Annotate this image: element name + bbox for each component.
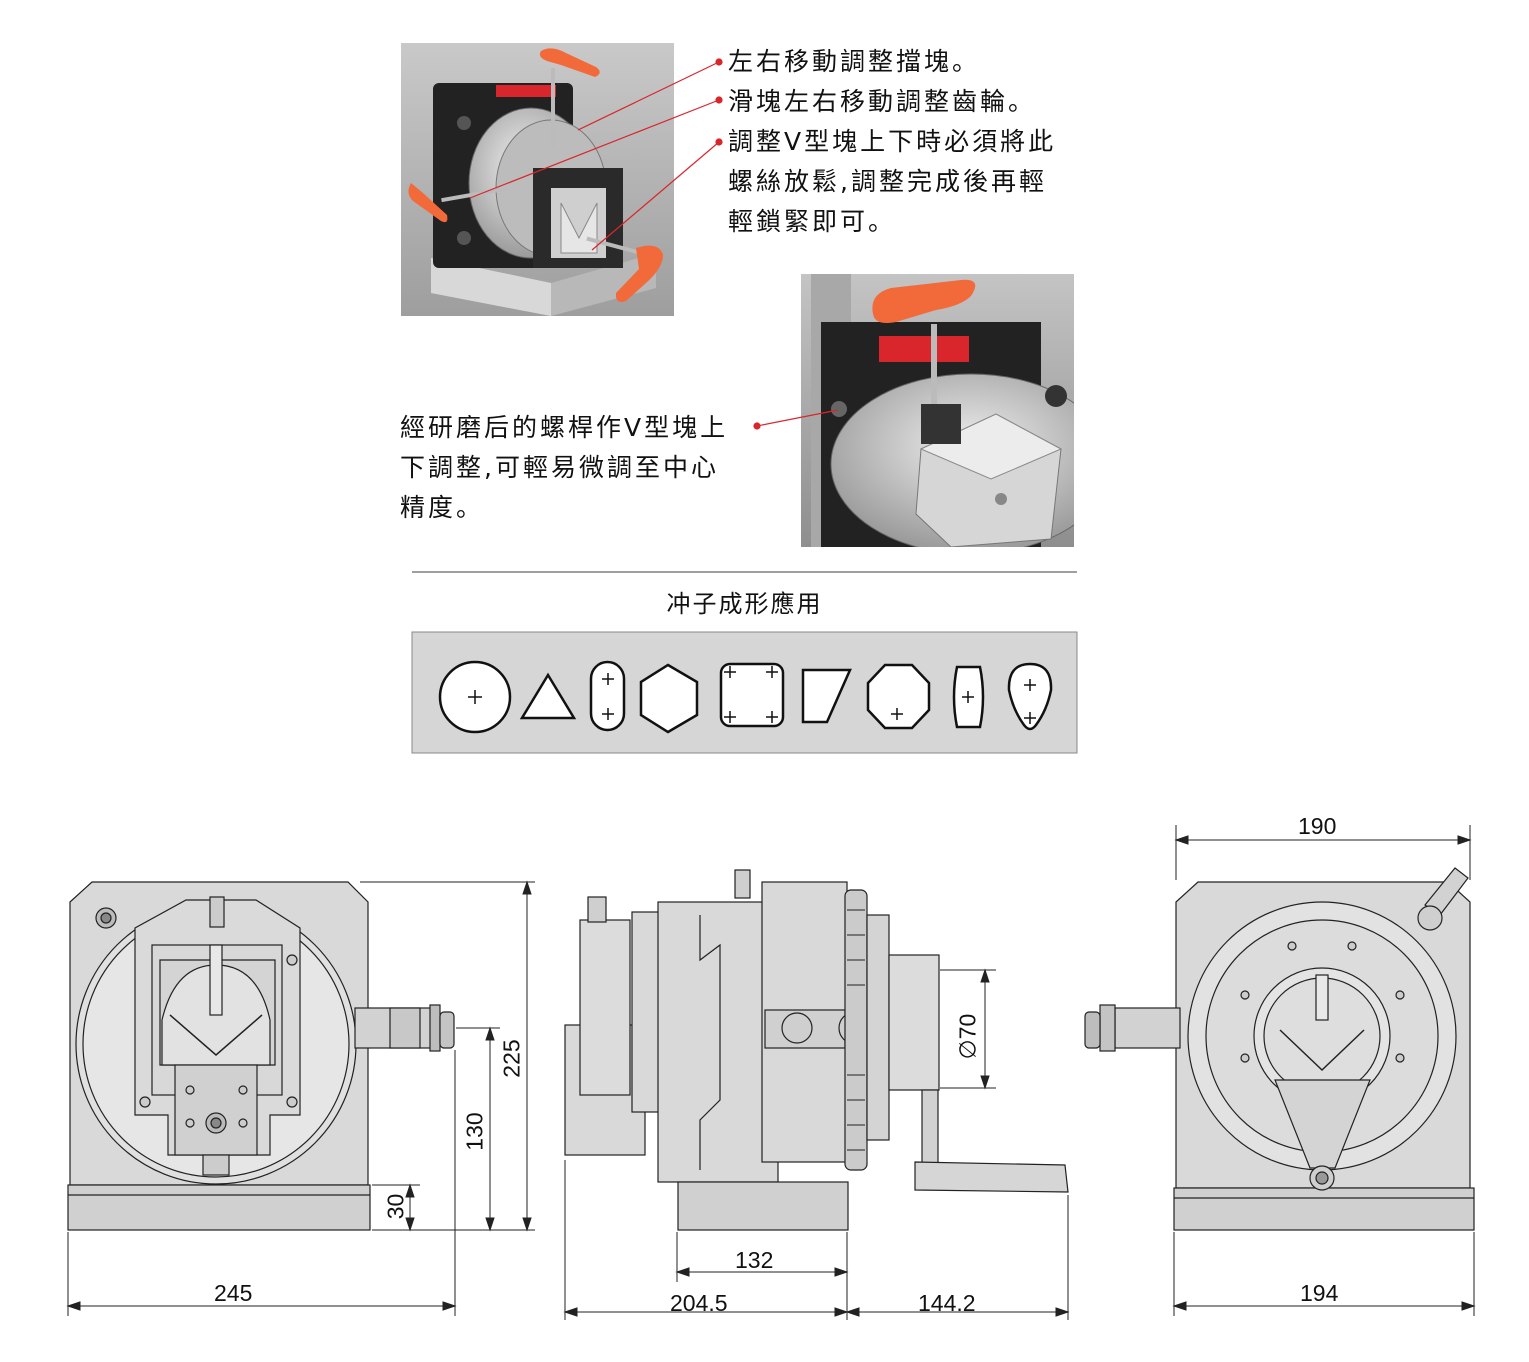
shape-teardrop-icon xyxy=(1007,662,1053,731)
dim-front-center: 130 xyxy=(461,1112,488,1151)
front-dimension-lines xyxy=(66,880,535,1316)
callout-line: 螺絲放鬆,調整完成後再輕 xyxy=(728,167,1047,196)
callout-line: 滑塊左右移動調整齒輪。 xyxy=(728,87,1037,116)
punch-shapes xyxy=(438,660,1053,734)
dim-side-diameter: ∅70 xyxy=(954,1013,981,1060)
callout-photo2: 經研磨后的螺桿作V型塊上 下調整,可輕易微調至中心 精度。 xyxy=(400,408,728,528)
dim-front-width: 245 xyxy=(214,1280,253,1306)
dim-side-total: 204.5 xyxy=(670,1290,728,1316)
side-dimension-lines xyxy=(563,968,1070,1320)
callout-line: 輕鎖緊即可。 xyxy=(728,207,897,236)
shape-trapezoid-icon xyxy=(801,668,852,724)
callout-leaders xyxy=(469,58,839,430)
callout-photo1: 左右移動調整擋塊。 滑塊左右移動調整齒輪。 調整V型塊上下時必須將此 螺絲放鬆,… xyxy=(728,42,1056,242)
fixture-closeup-illustration xyxy=(801,274,1074,547)
shape-hexagon-icon xyxy=(639,663,699,734)
callout-line: 經研磨后的螺桿作V型塊上 xyxy=(400,413,729,442)
dim-front-base: 30 xyxy=(382,1193,409,1220)
applications-title: 冲子成形應用 xyxy=(666,590,823,618)
product-photo-1 xyxy=(401,43,674,316)
dim-side-body: 132 xyxy=(735,1247,774,1273)
dim-rear-top: 190 xyxy=(1298,813,1337,839)
rear-view-drawing xyxy=(1084,867,1475,1231)
shape-octagon-icon xyxy=(866,663,931,730)
dim-side-handle: 144.2 xyxy=(918,1290,976,1316)
dim-rear-bottom: 194 xyxy=(1300,1280,1339,1306)
front-view-drawing xyxy=(67,881,455,1231)
fixture-photo-illustration xyxy=(401,43,674,316)
rear-dimension-lines xyxy=(1172,825,1476,1316)
callout-line: 下調整,可輕易微調至中心 xyxy=(400,453,719,482)
shape-rounded-square-icon xyxy=(719,662,785,728)
callout-line: 調整V型塊上下時必須將此 xyxy=(728,127,1057,156)
shape-triangle-icon xyxy=(519,672,577,720)
product-photo-2 xyxy=(801,274,1074,547)
side-view-drawing xyxy=(564,869,1069,1231)
callout-line: 左右移動調整擋塊。 xyxy=(728,47,981,76)
shape-obround-icon xyxy=(589,660,626,732)
callout-line: 精度。 xyxy=(400,493,485,522)
dim-front-height: 225 xyxy=(498,1039,525,1078)
shape-circle-icon xyxy=(438,660,512,734)
shape-double-d-icon xyxy=(952,665,985,729)
